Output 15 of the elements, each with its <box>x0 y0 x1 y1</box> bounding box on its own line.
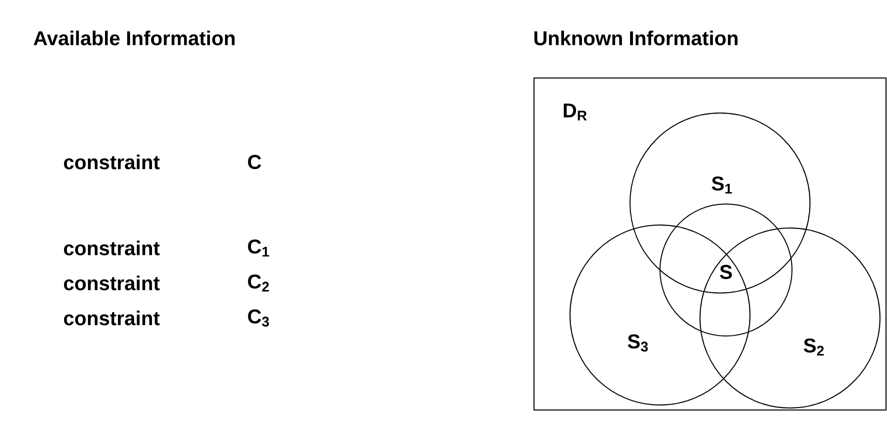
heading: Unknown Information <box>534 30 738 46</box>
constraint-symbol: C$_{3}$ <box>248 309 269 327</box>
constraint-symbol: C$_{1}$ <box>248 239 270 257</box>
constraint-label: constraint <box>64 276 160 290</box>
constraint-label: constraint <box>64 154 160 170</box>
set-label: S$_{1}$ <box>712 176 732 194</box>
constraint-label: constraint <box>64 240 160 256</box>
set-label: S$_{3}$ <box>628 334 648 352</box>
constraint-symbol: C <box>248 154 262 170</box>
set-label: S <box>720 264 732 280</box>
heading: Available Information <box>34 30 235 46</box>
constraint-symbol: C$_{2}$ <box>248 274 269 292</box>
set-label: D$_{R}$ <box>564 104 587 120</box>
constraint-label: constraint <box>64 310 160 326</box>
set-label: S$_{2}$ <box>804 338 824 356</box>
